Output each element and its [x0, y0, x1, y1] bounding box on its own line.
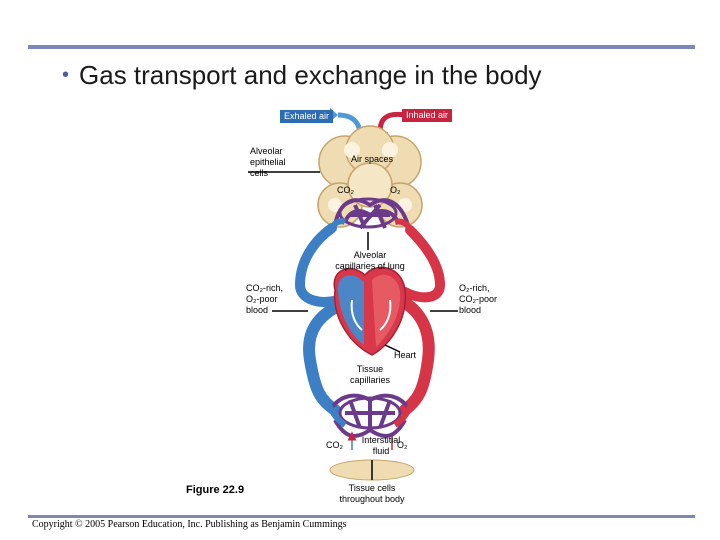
heart	[333, 266, 407, 356]
title-text: Gas transport and exchange in the body	[79, 60, 542, 90]
slide-title: • Gas transport and exchange in the body	[62, 60, 542, 91]
o2-rich-blood-label: O₂-rich, CO₂-poor blood	[459, 283, 497, 316]
tissue-capillary-network	[328, 393, 412, 438]
alveoli-cluster	[317, 125, 423, 228]
systemic-vein-blue	[303, 299, 346, 416]
alveolar-capillaries-label: Alveolar capillaries of lung	[333, 250, 407, 272]
tissue-capillary-red-end	[393, 399, 415, 428]
o2-lung-label: O₂	[390, 185, 401, 195]
exhaled-air-label: Exhaled air	[280, 110, 334, 123]
systemic-artery-red	[394, 294, 435, 416]
alveolar-capillary-network	[333, 197, 410, 230]
tissue-capillaries-label: Tissue capillaries	[345, 364, 395, 386]
o2-rich-line-2: CO₂-poor	[459, 294, 498, 304]
copyright-notice: Copyright © 2005 Pearson Education, Inc.…	[32, 519, 347, 530]
top-divider	[28, 45, 695, 49]
o2-tissue-label: O₂	[397, 440, 408, 450]
alveolar-capillaries-line-1: Alveolar	[353, 250, 387, 260]
tissue-cells-line-2: throughout body	[339, 494, 405, 504]
o2-rich-line-1: O₂-rich,	[459, 283, 490, 293]
heart-label: Heart	[394, 350, 417, 360]
co2-tissue-label: CO₂	[326, 440, 343, 450]
interstitial-line-2: fluid	[372, 446, 390, 456]
tissue-capillaries-line-2: capillaries	[349, 375, 391, 385]
title-bullet: •	[62, 64, 70, 86]
epithelial-line-1: Alveolar	[250, 146, 283, 156]
interstitial-fluid-label: Interstitial fluid	[358, 435, 404, 457]
alveolar-epithelial-cells-label: Alveolar epithelial cells	[250, 146, 286, 179]
tissue-cells-label: Tissue cells throughout body	[332, 483, 412, 505]
bottom-divider	[28, 515, 695, 518]
tissue-cells-line-1: Tissue cells	[348, 483, 396, 493]
tissue-capillary-blue-end	[325, 399, 347, 428]
co2-rich-line-3: blood	[246, 305, 269, 315]
alveolar-capillaries-line-2: capillaries of lung	[335, 261, 405, 271]
co2-rich-line-2: O₂-poor	[246, 294, 278, 304]
inhaled-air-label: Inhaled air	[402, 109, 453, 122]
epithelial-line-2: epithelial	[250, 157, 286, 167]
figure-label: Figure 22.9	[186, 484, 245, 496]
co2-rich-line-1: CO₂-rich,	[246, 283, 283, 293]
epithelial-line-3: cells	[250, 168, 269, 178]
interstitial-line-1: Interstitial	[361, 435, 401, 445]
heart-leader	[384, 344, 401, 353]
pulmonary-artery-blue	[294, 223, 343, 307]
co2-lung-label: CO₂	[337, 185, 354, 195]
air-spaces-label: Air spaces	[351, 154, 394, 164]
co2-rich-blood-label: CO₂-rich, O₂-poor blood	[246, 283, 283, 316]
o2-rich-line-3: blood	[459, 305, 482, 315]
tissue-capillaries-line-1: Tissue	[356, 364, 384, 374]
pulmonary-vein-red	[400, 225, 446, 303]
